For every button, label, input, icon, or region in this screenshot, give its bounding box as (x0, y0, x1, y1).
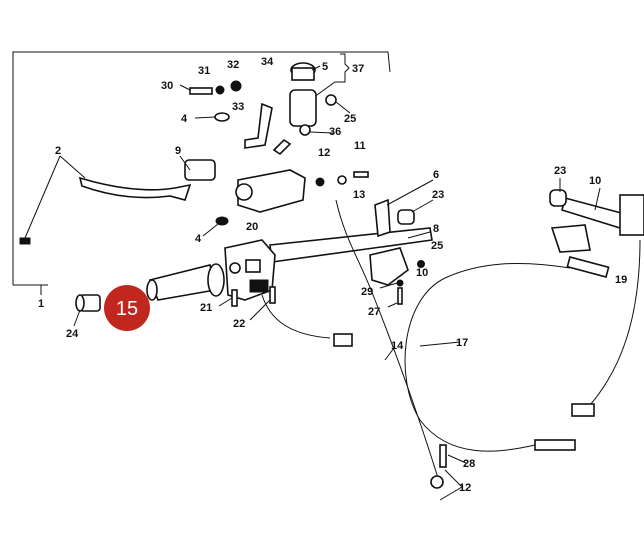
label-5: 5 (322, 61, 328, 73)
label-19: 19 (615, 274, 627, 286)
label-11: 11 (354, 140, 366, 152)
label-24: 24 (66, 328, 79, 340)
clutch-bar-10 (561, 197, 627, 229)
label-22: 22 (233, 318, 245, 330)
label-33: 33 (232, 101, 244, 113)
label-28: 28 (463, 458, 475, 470)
label-1: 1 (38, 298, 44, 310)
label-6: 6 (433, 169, 439, 181)
label-32: 32 (227, 59, 239, 71)
clamp-9 (184, 159, 216, 181)
label-25b: 25 (431, 240, 443, 252)
clip-36 (299, 124, 311, 136)
switch-wire (261, 294, 331, 339)
screw-22 (269, 286, 276, 304)
label-10: 10 (416, 267, 428, 279)
label-37: 37 (352, 63, 364, 75)
cable-17-end (534, 439, 576, 451)
label-25: 25 (344, 113, 356, 125)
nut-25 (417, 260, 425, 268)
bolt-30 (189, 87, 213, 95)
highlight-circle (104, 285, 150, 331)
washer-29 (396, 279, 404, 287)
cap-23-right (549, 189, 567, 207)
bolt-11 (353, 171, 369, 178)
label-34: 34 (261, 56, 274, 68)
wire-right (589, 239, 641, 406)
highlight-label: 15 (116, 298, 138, 320)
bolt-28 (439, 444, 447, 468)
cable-14 (335, 199, 439, 479)
connector-right (571, 403, 595, 417)
grip-end-24 (75, 294, 101, 312)
label-17: 17 (456, 337, 468, 349)
grommet-25 (325, 94, 337, 106)
nut-32 (230, 80, 242, 92)
label-30: 30 (161, 80, 173, 92)
cap-23 (397, 209, 415, 225)
washer-12b (337, 175, 347, 185)
label-13: 13 (353, 189, 365, 201)
connector (333, 333, 353, 347)
label-12: 12 (318, 147, 330, 159)
pivot-bolt (19, 237, 31, 245)
highlight-badge-15[interactable]: 15 (104, 285, 150, 331)
switch-housing-20 (224, 239, 276, 301)
label-31: 31 (198, 65, 210, 77)
label-20: 20 (246, 221, 258, 233)
cable-14-end (430, 475, 444, 489)
part-labels: 31 32 34 5 37 30 33 25 4 36 11 2 9 12 6 … (38, 56, 627, 494)
label-36: 36 (329, 126, 341, 138)
leader-lines (24, 65, 601, 501)
label-10b: 10 (589, 175, 601, 187)
bracket-34 (244, 102, 273, 149)
brake-lever-2 (78, 176, 192, 201)
label-9: 9 (175, 145, 181, 157)
label-2: 2 (55, 145, 61, 157)
pin-4 (214, 112, 230, 122)
label-4: 4 (181, 113, 188, 125)
clamp-right (550, 224, 591, 253)
washer-12 (315, 177, 325, 187)
washer-31 (215, 85, 225, 95)
master-cylinder (235, 62, 317, 213)
label-14: 14 (391, 340, 404, 352)
cable-17-end-top (566, 256, 610, 278)
label-29: 29 (361, 286, 373, 298)
holder-6 (374, 198, 391, 238)
label-8: 8 (433, 223, 439, 235)
label-23: 23 (432, 189, 444, 201)
cable-17 (404, 262, 571, 452)
label-27: 27 (368, 306, 380, 318)
bracket-37 (309, 53, 350, 101)
label-21: 21 (200, 302, 212, 314)
assembly-frame (12, 51, 391, 285)
nut-4 (215, 216, 229, 226)
switch-right (619, 194, 644, 236)
label-23b: 23 (554, 165, 566, 177)
screw-27 (397, 287, 403, 305)
throttle-housing-10 (369, 247, 409, 286)
screw-21 (231, 289, 238, 307)
label-4b: 4 (195, 233, 202, 245)
label-12b: 12 (459, 482, 471, 494)
